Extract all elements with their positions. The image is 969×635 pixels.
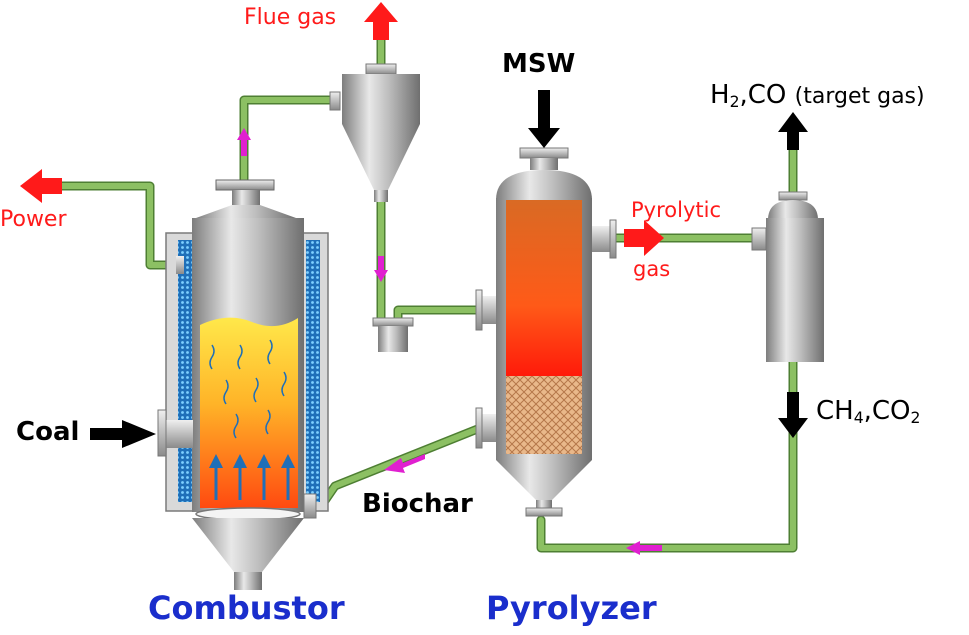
- target-gas-arrow: [778, 112, 808, 150]
- pyrolytic-gas-arrow: [624, 220, 664, 256]
- power-pipe: [55, 181, 183, 270]
- combustor-insulation-left: [178, 240, 192, 502]
- coal-label: Coal: [16, 417, 80, 447]
- power-arrow: [20, 169, 62, 203]
- combustor-bottom-cone: [192, 518, 304, 572]
- upflow-arrows: [209, 454, 295, 500]
- biochar-label: Biochar: [362, 489, 473, 519]
- pyrolytic-gas-label: gas: [633, 257, 671, 281]
- black-flow-arrows: [90, 90, 808, 448]
- combustion-squiggles: [209, 339, 287, 439]
- target-gas-label: H2,CO (target gas): [710, 82, 925, 110]
- red-flow-arrows: [20, 2, 664, 256]
- target-gas-h-subscript: 2: [729, 92, 740, 111]
- gas-separator: [751, 191, 824, 362]
- combustor-flame-zone: [200, 317, 298, 508]
- ch4-ch: CH: [816, 396, 854, 426]
- dipleg-down-arrow: [374, 256, 388, 282]
- flue-gas-arrow: [364, 2, 398, 40]
- pyrolyzer-packed-bed: [506, 376, 582, 454]
- loop-seal: [372, 317, 414, 352]
- pyrolyzer-title: Pyrolyzer: [486, 589, 657, 627]
- ch4-subscript: 4: [853, 408, 864, 427]
- target-gas-note: (target gas): [794, 84, 925, 109]
- ch4-co2-label: CH4,CO2: [816, 398, 920, 426]
- msw-feed-arrow: [528, 90, 560, 148]
- separator-vessel: [766, 218, 824, 362]
- coal-inlet-nozzle: [165, 420, 193, 448]
- power-label: Power: [0, 207, 67, 232]
- combustor-to-cyclone-pipe: [239, 95, 335, 190]
- pyrolyzer-bottom-cone: [496, 460, 592, 500]
- target-gas-h: H: [710, 80, 730, 110]
- combustor-title: Combustor: [148, 589, 345, 627]
- co2-subscript: 2: [910, 408, 921, 427]
- pyrolyzer: [475, 147, 617, 517]
- combustor-insulation-right: [306, 240, 320, 502]
- riser-up-arrow: [237, 128, 251, 156]
- recycle-flow-arrow: [626, 541, 662, 555]
- combustor: [157, 179, 329, 590]
- co2-co: ,CO: [863, 396, 911, 426]
- msw-label: MSW: [502, 49, 576, 79]
- cyclone: [329, 63, 420, 202]
- pyrolyzer-top-head: [496, 170, 592, 200]
- flue-gas-label: Flue gas: [244, 5, 337, 30]
- combustor-top-flange: [215, 179, 275, 191]
- coal-feed-arrow: [90, 420, 156, 448]
- pyrolyzer-heating-zone: [506, 200, 582, 376]
- target-gas-co: ,CO: [739, 80, 787, 110]
- cyclone-cone: [342, 124, 420, 190]
- ch4-co2-arrow: [778, 392, 808, 438]
- biochar-inlet-flange: [303, 493, 317, 519]
- cyclone-body: [342, 74, 420, 124]
- pyrolytic-label: Pyrolytic: [631, 198, 721, 222]
- biochar-flow-arrow: [384, 454, 425, 473]
- magenta-flow-arrows: [237, 128, 662, 555]
